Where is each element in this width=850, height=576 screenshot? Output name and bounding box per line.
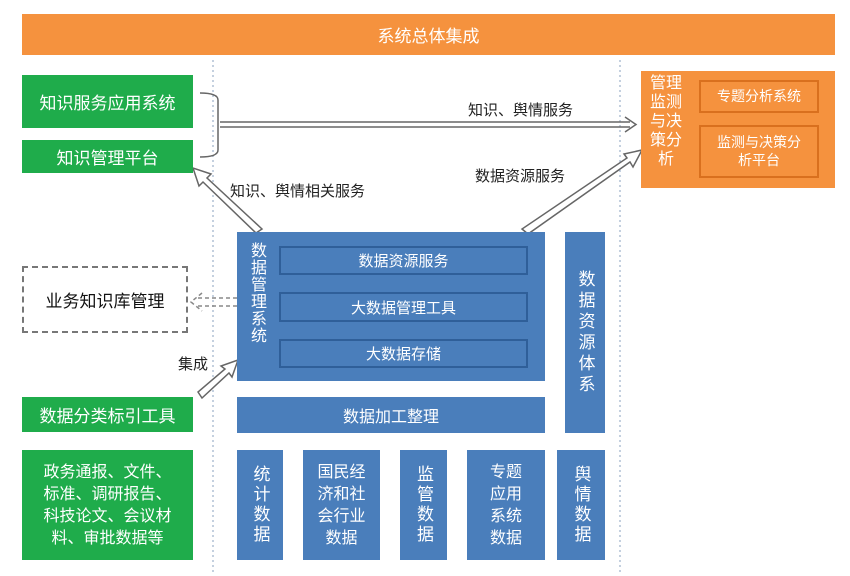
arrow-data-resource [520, 148, 644, 235]
data-resource-system: 数据资源体系 [565, 232, 605, 433]
system-integration-bar: 系统总体集成 [22, 14, 835, 55]
data-management-system: 数据管理系统 数据资源服务 大数据管理工具 大数据存储 [237, 232, 545, 381]
source-statistics: 统计数据 [237, 450, 283, 560]
data-processing-box: 数据加工整理 [237, 397, 545, 433]
arrow-related-service [191, 166, 264, 234]
source-topic-app: 专题 应用 系统 数据 [467, 450, 545, 560]
decision-analysis-box: 管理监测与决策分析 专题分析系统 监测与决策分 析平台 [641, 71, 835, 188]
dms-item-bigdata-tools: 大数据管理工具 [279, 292, 528, 322]
arrow-knowledge-service [220, 116, 638, 133]
dms-title: 数据管理系统 [248, 242, 267, 344]
monitoring-platform: 监测与决策分 析平台 [699, 125, 819, 178]
dms-item-data-resource-service: 数据资源服务 [279, 246, 528, 275]
dms-item-bigdata-storage: 大数据存储 [279, 339, 528, 368]
knowledge-platform-box: 知识管理平台 [22, 140, 193, 173]
label-integration: 集成 [178, 355, 209, 373]
source-regulatory: 监管数据 [400, 450, 447, 560]
label-knowledge-service: 知识、舆情服务 [468, 101, 574, 119]
source-economy: 国民经 济和社 会行业 数据 [303, 450, 380, 560]
business-kb-box: 业务知识库管理 [22, 266, 188, 333]
knowledge-service-app-box: 知识服务应用系统 [22, 75, 193, 128]
brace [199, 92, 219, 158]
decision-title: 管理监测与决策分析 [649, 73, 682, 168]
label-related-service: 知识、舆情相关服务 [230, 182, 366, 200]
label-data-resource-service: 数据资源服务 [475, 167, 566, 185]
arrow-business-kb [189, 292, 237, 312]
classification-tool-box: 数据分类标引工具 [22, 397, 193, 432]
sources-box: 政务通报、文件、 标准、调研报告、 科技论文、会议材 料、审批数据等 [22, 450, 193, 560]
topic-analysis-system: 专题分析系统 [699, 80, 819, 113]
source-public-opinion: 舆情数据 [557, 450, 605, 560]
arrow-integration [197, 358, 240, 400]
